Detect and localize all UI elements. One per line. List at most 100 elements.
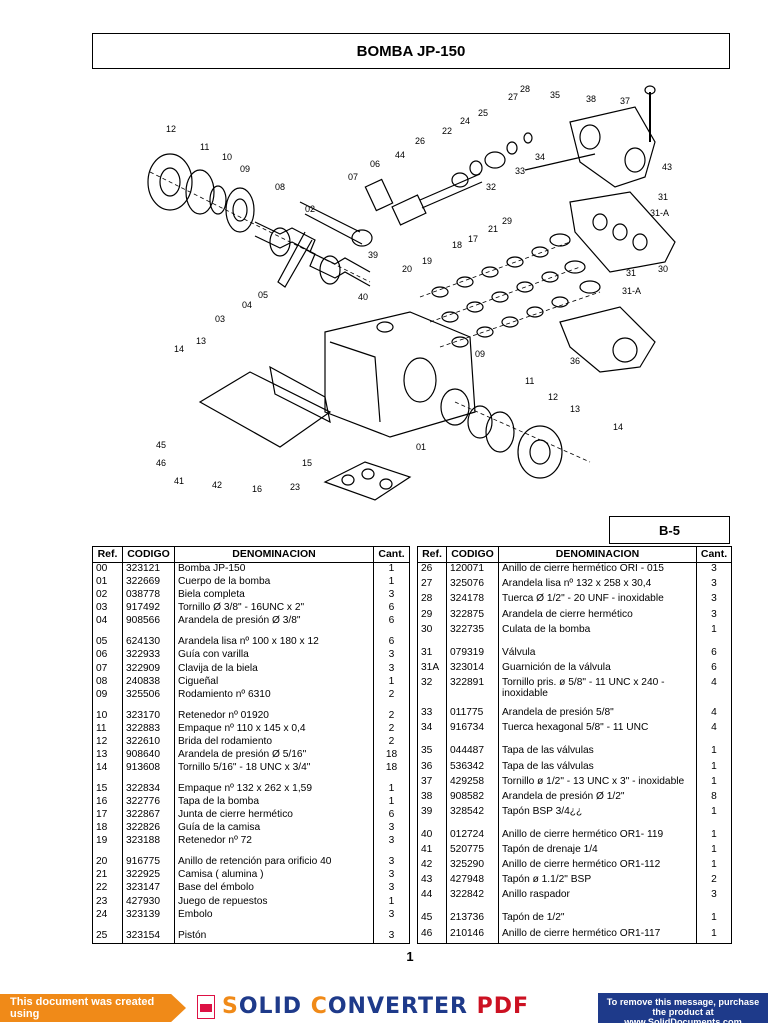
cell-ref: 21 xyxy=(92,869,123,883)
cell-qty: 6 xyxy=(373,809,410,823)
callout-label: 28 xyxy=(520,84,530,94)
cell-ref: 14 xyxy=(92,761,123,776)
cell-desc: Tornillo ø 1/2" - 13 UNC x 3" - inoxidab… xyxy=(498,775,697,791)
callout-label: 23 xyxy=(290,482,300,492)
cell-code: 322834 xyxy=(122,783,175,797)
cell-qty: 3 xyxy=(373,649,410,663)
callout-label: 08 xyxy=(275,182,285,192)
cell-qty: 3 xyxy=(373,662,410,676)
callout-label: 31-A xyxy=(622,286,641,296)
cell-ref: 11 xyxy=(92,722,123,736)
part-crankshaft xyxy=(254,221,371,273)
cell-ref: 38 xyxy=(417,790,447,806)
cell-ref: 28 xyxy=(417,593,447,609)
callout-label: 14 xyxy=(174,344,184,354)
callout-label: 45 xyxy=(156,440,166,450)
cell-ref: 15 xyxy=(92,783,123,797)
cell-desc: Tapón de drenaje 1/4 xyxy=(498,844,697,860)
cell-desc: Rodamiento nº 6310 xyxy=(174,688,374,702)
callout-label: 30 xyxy=(658,264,668,274)
callout-label: 34 xyxy=(535,152,545,162)
cell-desc: Arandela de presión Ø 5/16" xyxy=(174,748,374,762)
cell-qty: 1 xyxy=(696,623,732,639)
part-seal xyxy=(209,185,227,215)
cell-ref: 30 xyxy=(417,623,447,639)
cell-qty: 6 xyxy=(373,615,410,629)
cell-ref: 35 xyxy=(417,745,447,761)
purchase-link[interactable]: To remove this message, purchase the pro… xyxy=(598,993,768,1027)
cell-qty: 3 xyxy=(373,908,410,922)
cell-qty: 3 xyxy=(373,856,410,870)
cell-qty: 1 xyxy=(373,576,410,590)
cell-qty: 3 xyxy=(373,869,410,883)
cell-qty: 18 xyxy=(373,761,410,776)
row-spacer xyxy=(92,848,410,857)
cell-ref: 02 xyxy=(92,589,123,603)
callout-label: 25 xyxy=(478,108,488,118)
cell-code: 240838 xyxy=(122,675,175,689)
cell-ref: 08 xyxy=(92,675,123,689)
cell-ref: 18 xyxy=(92,822,123,836)
cell-code: 908640 xyxy=(122,748,175,762)
cell-code: 213736 xyxy=(446,912,499,928)
cell-qty: 3 xyxy=(696,889,732,905)
cell-ref: 07 xyxy=(92,662,123,676)
cell-qty: 3 xyxy=(373,835,410,849)
cell-ref: 00 xyxy=(92,562,123,577)
cell-code: 322842 xyxy=(446,889,499,905)
cell-desc: Culata de la bomba xyxy=(498,623,697,639)
part-con-rod xyxy=(277,231,313,288)
brand-logo: SOLID CONVERTER PDF xyxy=(222,994,529,1019)
cell-desc: Retenedor nº 01920 xyxy=(174,709,374,723)
cell-code: 323014 xyxy=(446,661,499,677)
cell-ref: 20 xyxy=(92,856,123,870)
cell-ref: 46 xyxy=(417,927,447,943)
cell-code: 916775 xyxy=(122,856,175,870)
table-filler xyxy=(417,942,732,944)
cell-ref: 27 xyxy=(417,578,447,594)
callout-label: 43 xyxy=(662,162,672,172)
row-spacer xyxy=(92,701,410,710)
cell-desc: Arandela de presión Ø 1/2" xyxy=(498,790,697,806)
cell-code: 427948 xyxy=(446,874,499,890)
cell-code: 328542 xyxy=(446,805,499,821)
cell-qty: 1 xyxy=(696,927,732,943)
callout-label: 12 xyxy=(548,392,558,402)
callout-label: 33 xyxy=(515,166,525,176)
callout-label: 11 xyxy=(525,376,534,386)
cell-desc: Arandela de presión Ø 3/8" xyxy=(174,615,374,629)
cell-code: 325076 xyxy=(446,578,499,594)
cell-desc: Anillo raspador xyxy=(498,889,697,905)
cell-code: 322867 xyxy=(122,809,175,823)
cell-desc: Guía de la camisa xyxy=(174,822,374,836)
cell-desc: Clavija de la biela xyxy=(174,662,374,676)
brand-part: PDF xyxy=(467,994,530,1019)
callout-label: 36 xyxy=(570,356,580,366)
cell-code: 325506 xyxy=(122,688,175,702)
cell-ref: 40 xyxy=(417,828,447,845)
cell-desc: Tapa de las válvulas xyxy=(498,745,697,761)
cell-code: 323121 xyxy=(122,562,175,577)
cell-code: 323139 xyxy=(122,908,175,922)
callout-label: 44 xyxy=(395,150,405,160)
banner-notice: This document was created using xyxy=(0,994,186,1022)
cell-qty: 2 xyxy=(373,688,410,702)
cell-qty: 6 xyxy=(696,646,732,662)
cell-code: 323147 xyxy=(122,882,175,896)
